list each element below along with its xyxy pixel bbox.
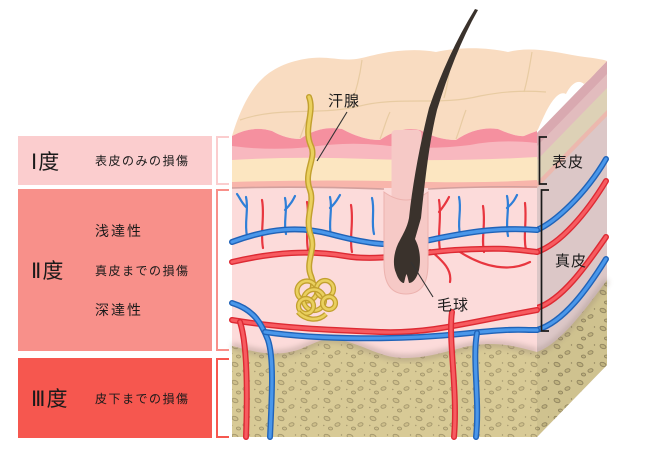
dermis-main-vessels xyxy=(229,226,540,440)
epidermis-front xyxy=(232,128,537,188)
burn-degree-box-3: Ⅲ度 皮下までの損傷 xyxy=(18,358,212,438)
hair-shaft xyxy=(393,9,478,283)
hair-bulb-label: 毛球 xyxy=(437,296,469,314)
sweat-gland xyxy=(294,94,339,322)
dermis-capillaries xyxy=(235,192,532,284)
dermis-label: 真皮 xyxy=(555,252,587,270)
epidermis-label: 表皮 xyxy=(552,153,584,171)
burn-degree-box-2: Ⅱ度 浅達性 真皮までの損傷 深達性 xyxy=(18,189,212,351)
degree-2-description: 真皮までの損傷 xyxy=(95,263,190,278)
sweat-gland-pointer-line xyxy=(316,111,348,162)
degree-2-description-superficial: 浅達性 xyxy=(95,223,143,240)
hair-bulb-pointer-line xyxy=(410,261,434,298)
degree-1-description: 表皮のみの損傷 xyxy=(95,154,190,168)
burn-degree-box-1: Ⅰ度 表皮のみの損傷 xyxy=(18,136,212,185)
dermis-bracket xyxy=(540,189,549,332)
degree-3-description: 皮下までの損傷 xyxy=(95,391,190,406)
degree-2-label: Ⅱ度 xyxy=(31,259,65,283)
epidermis-bracket xyxy=(538,136,547,185)
side-face-vessels xyxy=(534,156,609,333)
degree-1-label: Ⅰ度 xyxy=(31,149,61,174)
sweat-gland-coil xyxy=(294,277,339,322)
dermis-boundary-line xyxy=(231,185,538,190)
subcutis-front xyxy=(231,335,538,437)
skin-side-face xyxy=(534,61,610,437)
degree-3-label: Ⅲ度 xyxy=(31,387,69,411)
annotations: 汗腺 毛球 表皮 真皮 xyxy=(316,92,587,332)
skin-top-surface xyxy=(232,48,607,140)
sweat-gland-label: 汗腺 xyxy=(328,92,360,110)
degree-2-bracket xyxy=(216,189,229,351)
degree-3-bracket xyxy=(216,358,229,438)
degree-2-description-deep: 深達性 xyxy=(95,302,143,319)
degree-1-bracket xyxy=(216,136,229,185)
